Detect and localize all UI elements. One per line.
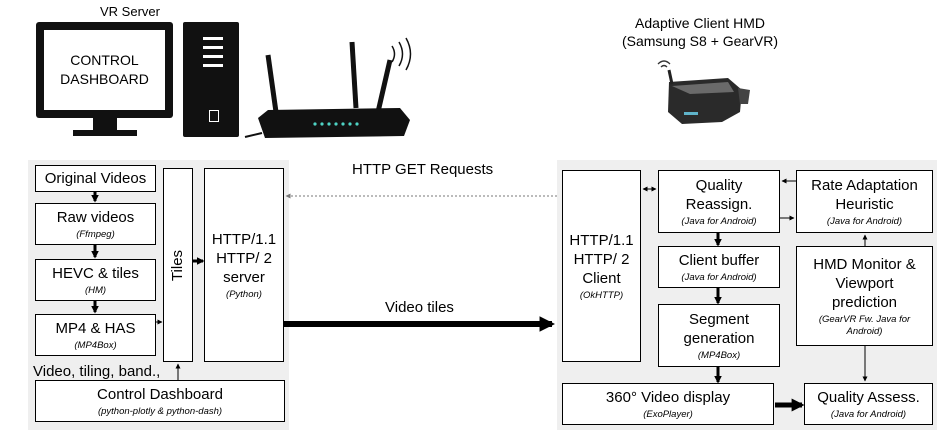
http-client-line3: Client bbox=[582, 269, 621, 287]
monitor-text-line2: DASHBOARD bbox=[60, 71, 149, 87]
monitor-text-line1: CONTROL bbox=[70, 52, 139, 68]
original-videos-box: Original Videos bbox=[35, 165, 156, 192]
segment-generation-line2: generation bbox=[683, 329, 755, 347]
http-client-sub: (OkHTTP) bbox=[579, 289, 624, 301]
hmd-monitor-line3: prediction bbox=[831, 293, 898, 311]
hmd-monitor-line2: Viewport bbox=[835, 274, 894, 292]
hevc-tiles-sub: (HM) bbox=[84, 284, 107, 296]
http-server-box: HTTP/1.1 HTTP/ 2 server (Python) bbox=[204, 168, 284, 362]
quality-reassign-box: Quality Reassign. (Java for Android) bbox=[658, 170, 780, 233]
hmd-title: Adaptive Client HMD (Samsung S8 + GearVR… bbox=[570, 14, 830, 50]
http-client-box: HTTP/1.1 HTTP/ 2 Client (OkHTTP) bbox=[562, 170, 641, 362]
http-server-line3: server bbox=[223, 268, 265, 286]
control-dashboard-title: Control Dashboard bbox=[97, 385, 223, 403]
quality-assess-box: Quality Assess. (Java for Android) bbox=[804, 383, 933, 425]
vr-server-label: VR Server bbox=[100, 4, 160, 19]
segment-generation-sub: (MP4Box) bbox=[697, 349, 741, 361]
raw-videos-title: Raw videos bbox=[56, 208, 135, 226]
http-server-sub: (Python) bbox=[226, 288, 262, 300]
original-videos-title: Original Videos bbox=[44, 170, 147, 187]
video-display-box: 360° Video display (ExoPlayer) bbox=[562, 383, 774, 425]
tiles-box: Tiles bbox=[163, 168, 193, 362]
http-get-label: HTTP GET Requests bbox=[352, 161, 494, 178]
video-tiles-label: Video tiles bbox=[385, 299, 454, 316]
rate-adaptation-line2: Heuristic bbox=[835, 195, 894, 213]
rate-adaptation-box: Rate Adaptation Heuristic (Java for Andr… bbox=[796, 170, 933, 233]
monitor-stand-icon bbox=[93, 118, 117, 130]
rate-adaptation-sub: (Java for Android) bbox=[826, 215, 903, 227]
client-buffer-title: Client buffer bbox=[678, 251, 760, 269]
video-display-sub: (ExoPlayer) bbox=[643, 408, 693, 420]
hevc-tiles-title: HEVC & tiles bbox=[52, 264, 139, 282]
hmd-title-line1: Adaptive Client HMD bbox=[635, 15, 765, 31]
monitor-icon: CONTROL DASHBOARD bbox=[36, 22, 173, 118]
http-server-line1: HTTP/1.1 bbox=[211, 230, 277, 248]
server-tower-icon bbox=[183, 22, 239, 137]
video-display-title: 360° Video display bbox=[605, 388, 731, 406]
hevc-tiles-box: HEVC & tiles (HM) bbox=[35, 259, 156, 301]
hmd-monitor-box: HMD Monitor & Viewport prediction (GearV… bbox=[796, 246, 933, 346]
quality-reassign-sub: (Java for Android) bbox=[681, 215, 757, 227]
http-client-line1: HTTP/1.1 bbox=[569, 231, 634, 249]
control-dashboard-box: Control Dashboard (python-plotly & pytho… bbox=[35, 380, 285, 422]
quality-reassign-line2: Reassign. bbox=[685, 195, 753, 213]
hmd-monitor-line1: HMD Monitor & bbox=[813, 255, 916, 273]
stats-label: Video, tiling, band., bbox=[33, 363, 161, 380]
client-buffer-sub: (Java for Android) bbox=[681, 271, 757, 283]
mp4-has-title: MP4 & HAS bbox=[55, 319, 136, 337]
mp4-has-box: MP4 & HAS (MP4Box) bbox=[35, 314, 156, 356]
quality-assess-title: Quality Assess. bbox=[817, 388, 920, 406]
http-server-line2: HTTP/ 2 bbox=[216, 249, 272, 267]
hmd-title-line2: (Samsung S8 + GearVR) bbox=[621, 33, 778, 49]
segment-generation-box: Segment generation (MP4Box) bbox=[658, 304, 780, 367]
monitor-base-icon bbox=[73, 130, 137, 136]
quality-assess-sub: (Java for Android) bbox=[830, 408, 907, 420]
control-dashboard-sub: (python-plotly & python-dash) bbox=[97, 405, 223, 417]
hmd-monitor-sub: (GearVR Fw. Java for Android) bbox=[818, 313, 911, 337]
segment-generation-line1: Segment bbox=[688, 310, 750, 328]
http-client-line2: HTTP/ 2 bbox=[573, 250, 630, 268]
raw-videos-sub: (Ffmpeg) bbox=[76, 228, 115, 240]
quality-reassign-line1: Quality bbox=[695, 176, 743, 194]
raw-videos-box: Raw videos (Ffmpeg) bbox=[35, 203, 156, 245]
rate-adaptation-line1: Rate Adaptation bbox=[811, 176, 918, 194]
mp4-has-sub: (MP4Box) bbox=[74, 339, 117, 351]
